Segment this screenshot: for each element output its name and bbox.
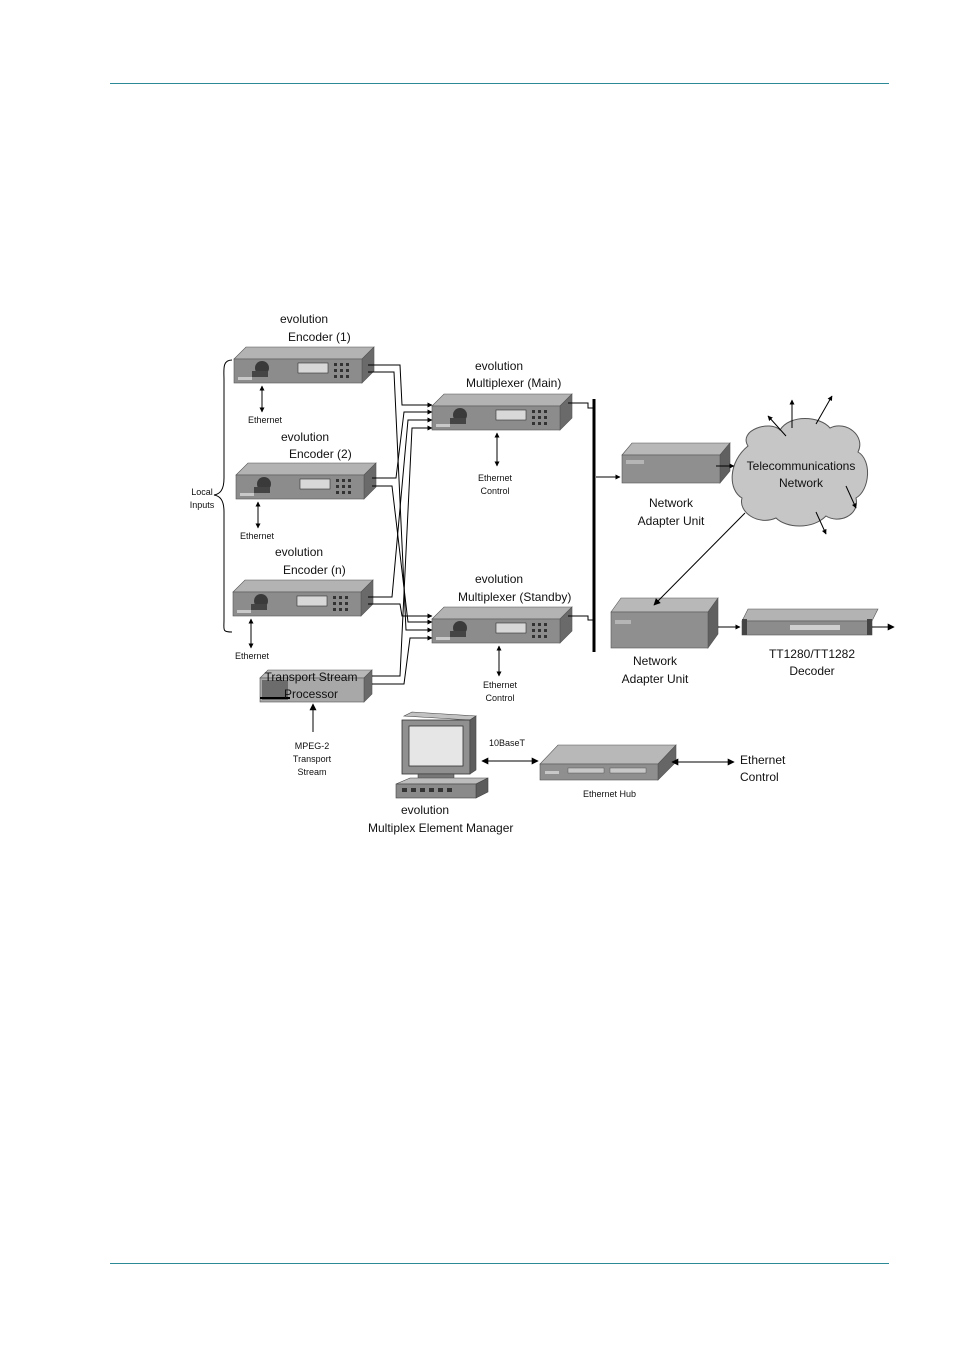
decoder-label-line2: Decoder [789,664,835,678]
hub-ethernet-control-line2: Control [740,770,779,784]
hub-ethernet-control-line1: Ethernet [740,753,786,767]
element-manager-computer [395,711,489,799]
encoder-1-ethernet-label: Ethernet [248,415,283,425]
network-adapter-1-label-line1: Network [648,496,693,510]
tsp-label-line2: Processor [283,687,339,701]
local-inputs-label-line2: Inputs [189,500,215,510]
telecom-network-cloud [731,418,868,527]
mux-main-label-line1: evolution [475,359,524,373]
manager-label-line1: evolution [401,803,450,817]
encoder-1-label-line2: Encoder (1) [288,330,351,344]
ethernet-hub-device [539,744,677,781]
local-inputs-label-line1: Local [191,487,213,497]
network-adapter-2-device [610,597,719,649]
local-inputs-brace [213,359,233,633]
encoder-1-label-line1: evolution [280,312,329,326]
network-adapter-2-label-line1: Network [632,654,677,668]
mpeg-label-line1: MPEG-2 [294,741,330,751]
network-adapter-2-label-line2: Adapter Unit [621,672,689,686]
encoder-n-ethernet-label: Ethernet [235,651,270,661]
mux-main-device [431,393,573,431]
mux-main-ethernet-control-line2: Control [480,486,510,496]
mux-standby-label-line2: Multiplexer (Standby) [458,590,572,604]
mpeg-label-line2: Transport [292,754,332,764]
encoder-n-device [232,579,374,617]
mux-main-label-line2: Multiplexer (Main) [466,376,562,390]
tsp-label-line1: Transport Stream [264,670,358,684]
encoder-2-ethernet-label: Ethernet [240,531,275,541]
encoder-n-label-line2: Encoder (n) [283,563,346,577]
encoder-2-label-line1: evolution [281,430,330,444]
ethernet-hub-label: Ethernet Hub [583,789,637,799]
mux-standby-ethernet-control-line2: Control [485,693,515,703]
bottom-rule [110,1263,889,1264]
decoder-label-line1: TT1280/TT1282 [768,647,856,661]
telecom-network-label-line1: Telecommunications [746,459,856,473]
mux-standby-ethernet-control-line1: Ethernet [482,680,518,690]
encoder-2-label-line2: Encoder (2) [289,447,352,461]
mux-standby-device [431,606,573,644]
decoder-device [741,608,879,636]
tenbaset-label: 10BaseT [489,738,526,748]
encoder-n-label-line1: evolution [275,545,324,559]
manager-label-line2: Multiplex Element Manager [368,821,514,835]
network-adapter-1-label-line2: Adapter Unit [637,514,705,528]
encoder-2-device [235,462,377,500]
top-rule [110,83,889,84]
telecom-network-label-line2: Network [778,476,823,490]
encoder-1-device [233,346,375,384]
transport-stream-processor-device [259,669,373,703]
mux-standby-label-line1: evolution [475,572,524,586]
mux-main-ethernet-control-line1: Ethernet [477,473,513,483]
mpeg-label-line3: Stream [297,767,327,777]
network-adapter-1-device [621,442,731,484]
